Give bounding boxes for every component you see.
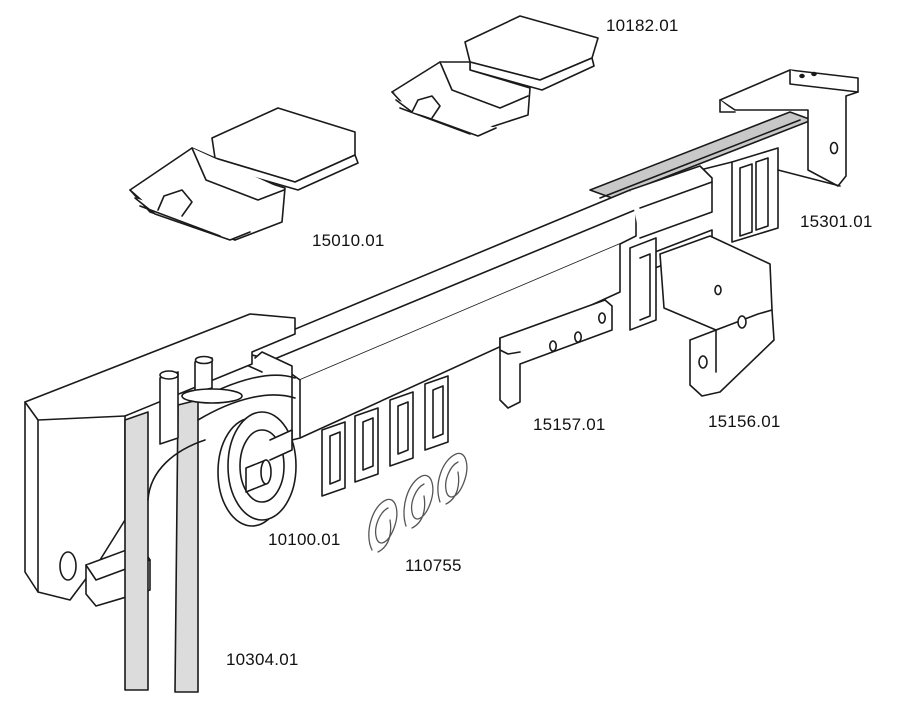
plate-part	[499, 299, 613, 409]
end-bracket-part	[699, 69, 859, 243]
part-label-plate: 15157.01	[533, 415, 606, 434]
hooks-part	[368, 452, 468, 553]
pulley-part	[217, 411, 297, 527]
part-label-clip-lower: 15010.01	[312, 231, 385, 250]
part-label-hooks: 110755	[405, 556, 462, 575]
cord-pair	[124, 374, 296, 693]
part-label-cords: 10304.01	[226, 650, 299, 669]
main-rail	[239, 165, 713, 441]
glider-set	[321, 375, 449, 497]
clip-upper-part	[391, 15, 599, 137]
part-label-clip-upper: 10182.01	[606, 16, 679, 35]
part-label-wall-bracket: 15156.01	[708, 412, 781, 431]
wall-bracket-part	[659, 235, 775, 397]
part-label-end-bracket: 15301.01	[800, 212, 873, 231]
guide-pins	[159, 355, 243, 445]
clip-lower-part	[129, 107, 359, 241]
part-label-pulley: 10100.01	[268, 530, 341, 549]
